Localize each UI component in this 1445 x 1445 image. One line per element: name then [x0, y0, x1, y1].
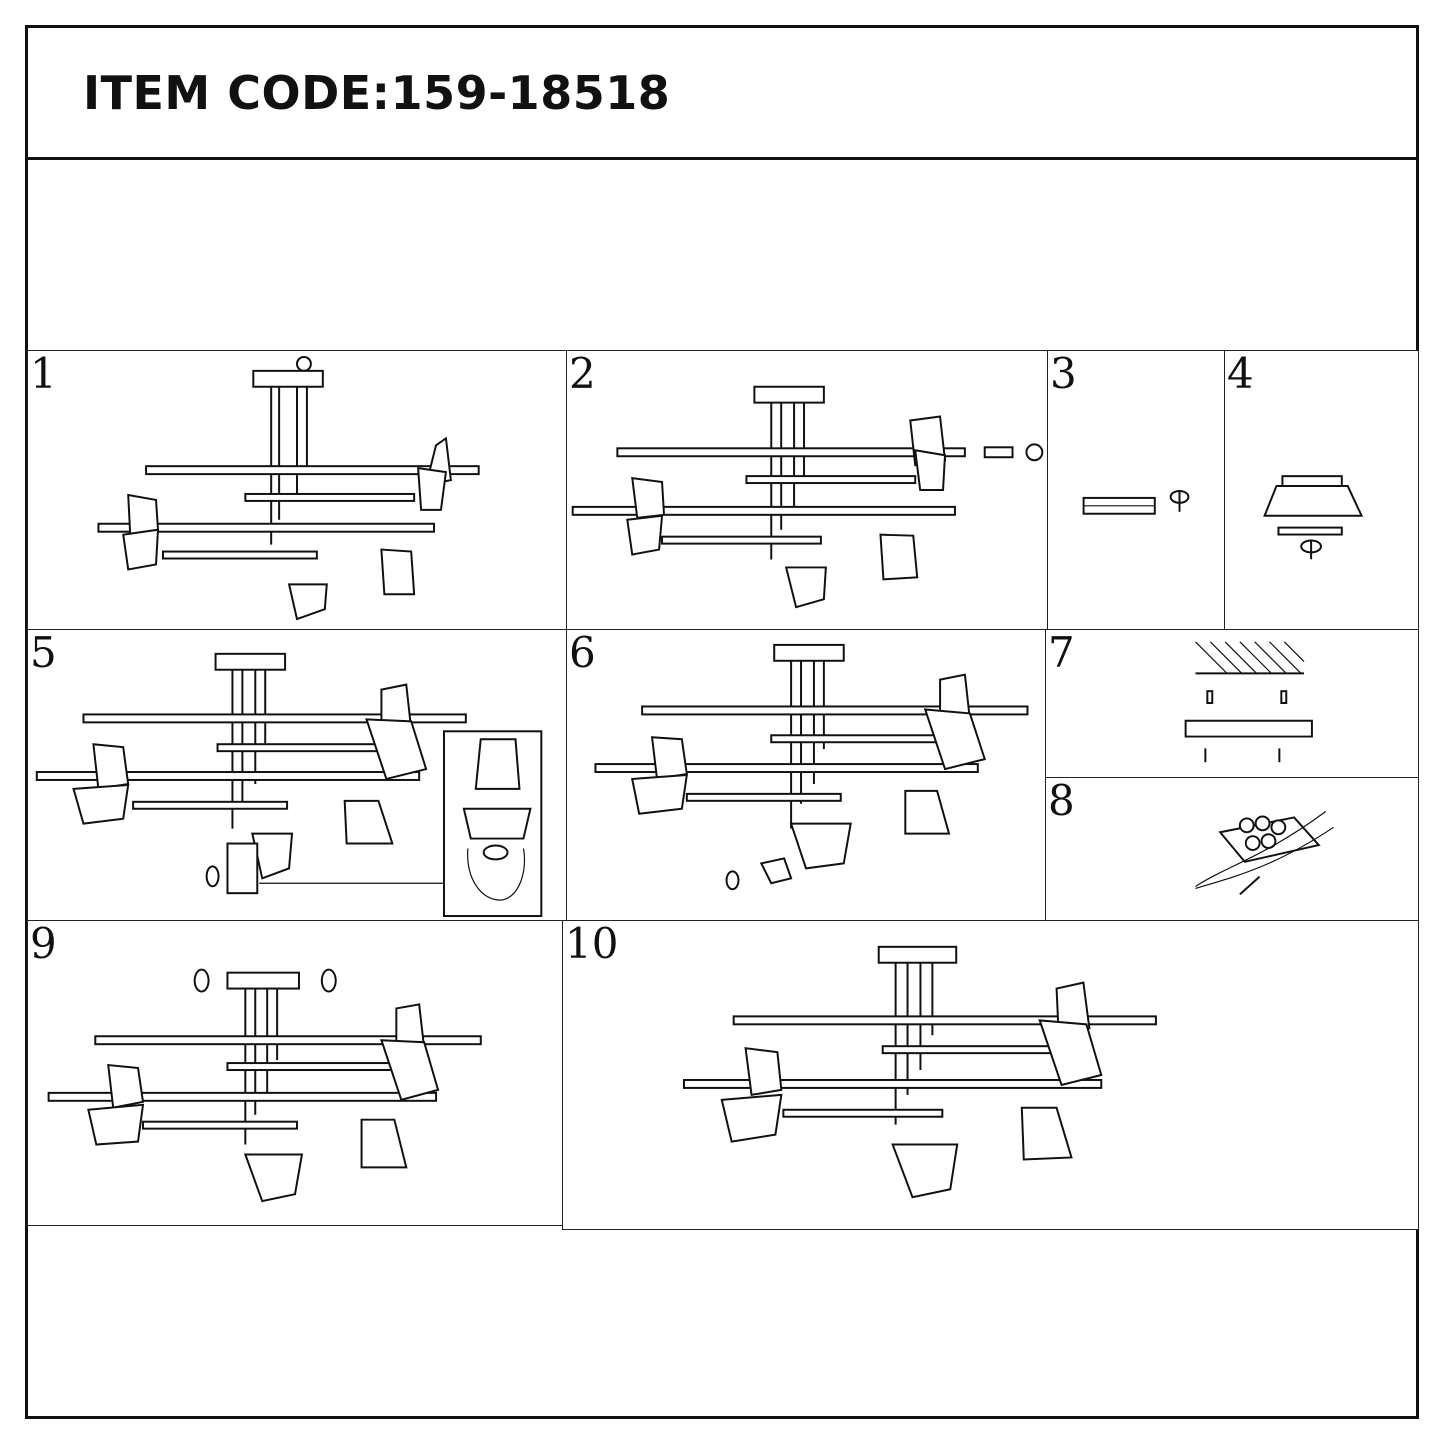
step-1-illustration — [97, 355, 480, 621]
step-5-panel: 5 — [27, 629, 567, 921]
step-number: 5 — [30, 628, 57, 677]
step-6-panel: 6 — [566, 629, 1046, 921]
step-9-panel: 9 — [27, 920, 563, 1226]
step-8-illustration — [1195, 811, 1334, 896]
step-2-illustration — [571, 385, 1044, 609]
step-number: 6 — [569, 628, 596, 677]
step-number: 4 — [1227, 349, 1254, 398]
step-number: 1 — [30, 349, 57, 398]
step-number: 2 — [569, 349, 596, 398]
step-3-panel: 3 — [1047, 350, 1225, 630]
step-7-illustration — [1184, 641, 1313, 763]
step-number: 9 — [30, 919, 57, 968]
step-2-panel: 2 — [566, 350, 1048, 630]
step-number: 10 — [565, 919, 619, 968]
step-number: 8 — [1048, 776, 1075, 825]
step-6-illustration — [594, 643, 1029, 891]
step-7-panel: 7 — [1045, 629, 1419, 779]
step-10-panel: 10 — [562, 920, 1419, 1230]
step-1-panel: 1 — [27, 350, 567, 630]
step-10-illustration — [682, 945, 1157, 1199]
step-3-illustration — [1082, 490, 1190, 515]
step-9-illustration — [47, 968, 482, 1203]
step-4-panel: 4 — [1224, 350, 1419, 630]
step-8-panel: 8 — [1045, 777, 1419, 921]
header: ITEM CODE:159-18518 — [28, 28, 1416, 160]
step-4-illustration — [1263, 475, 1364, 560]
step-5-illustration — [35, 652, 543, 918]
item-code: ITEM CODE:159-18518 — [83, 66, 671, 120]
step-number: 7 — [1048, 628, 1075, 677]
step-number: 3 — [1050, 349, 1077, 398]
